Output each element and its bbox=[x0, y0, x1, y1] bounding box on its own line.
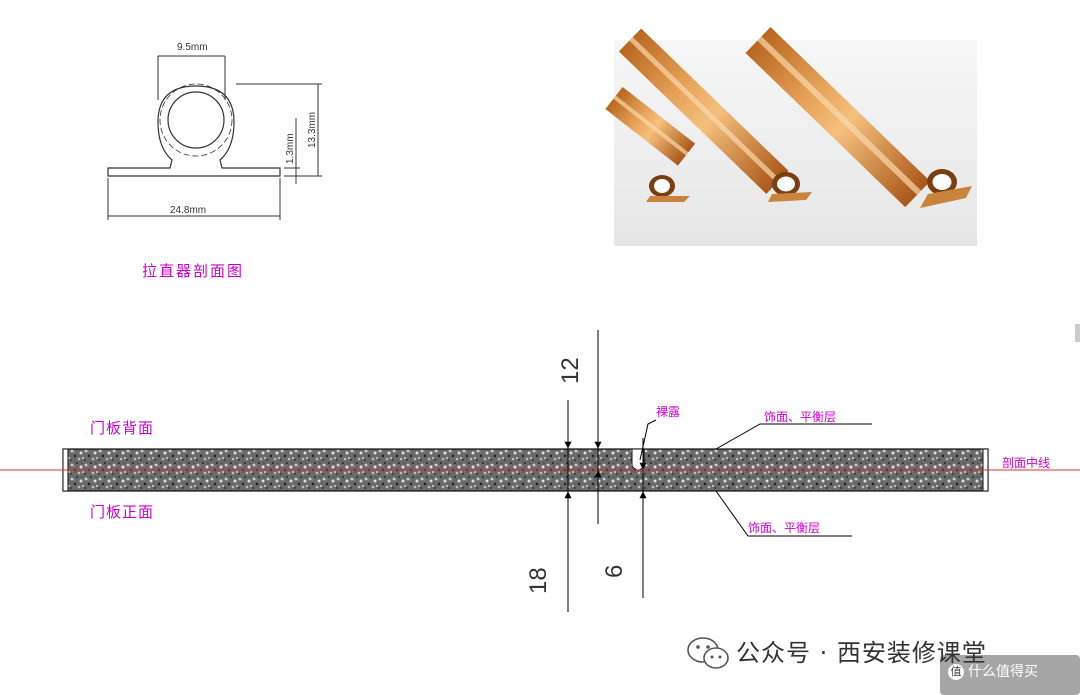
dim-bottom-6: 6 bbox=[601, 565, 628, 578]
watermark-text: 公众号 · 西安装修课堂 bbox=[736, 639, 987, 667]
label-exposed: 裸露 bbox=[656, 404, 680, 419]
site-badge-icon: 值 bbox=[948, 664, 964, 680]
dim-width-base: 24.8mm bbox=[170, 205, 206, 216]
label-layer-top: 饰面、平衡层 bbox=[764, 410, 836, 424]
dim-top-12: 12 bbox=[557, 357, 584, 384]
dim-width-top: 9.5mm bbox=[177, 42, 208, 53]
profile-outline bbox=[107, 85, 281, 177]
label-door-back: 门板背面 bbox=[90, 419, 154, 437]
site-badge-text: 什么值得买 bbox=[968, 664, 1038, 680]
dim-height-total: 13.3mm bbox=[307, 112, 318, 148]
profile-caption: 拉直器剖面图 bbox=[142, 262, 244, 280]
door-panel-cross-section bbox=[0, 330, 1080, 612]
site-badge: 值什么值得买 bbox=[948, 661, 1038, 681]
profile-drawing bbox=[107, 55, 322, 220]
dim-base-thickness: 1.3mm bbox=[285, 133, 296, 164]
label-door-front: 门板正面 bbox=[90, 503, 154, 521]
label-centerline: 剖面中线 bbox=[1002, 455, 1050, 470]
profile-inner-circle bbox=[167, 91, 225, 149]
aluminum-profile-photo bbox=[605, 27, 977, 246]
label-layer-bottom: 饰面、平衡层 bbox=[748, 521, 820, 535]
wechat-logo-icon bbox=[687, 637, 729, 669]
dim-bottom-18: 18 bbox=[525, 567, 552, 594]
